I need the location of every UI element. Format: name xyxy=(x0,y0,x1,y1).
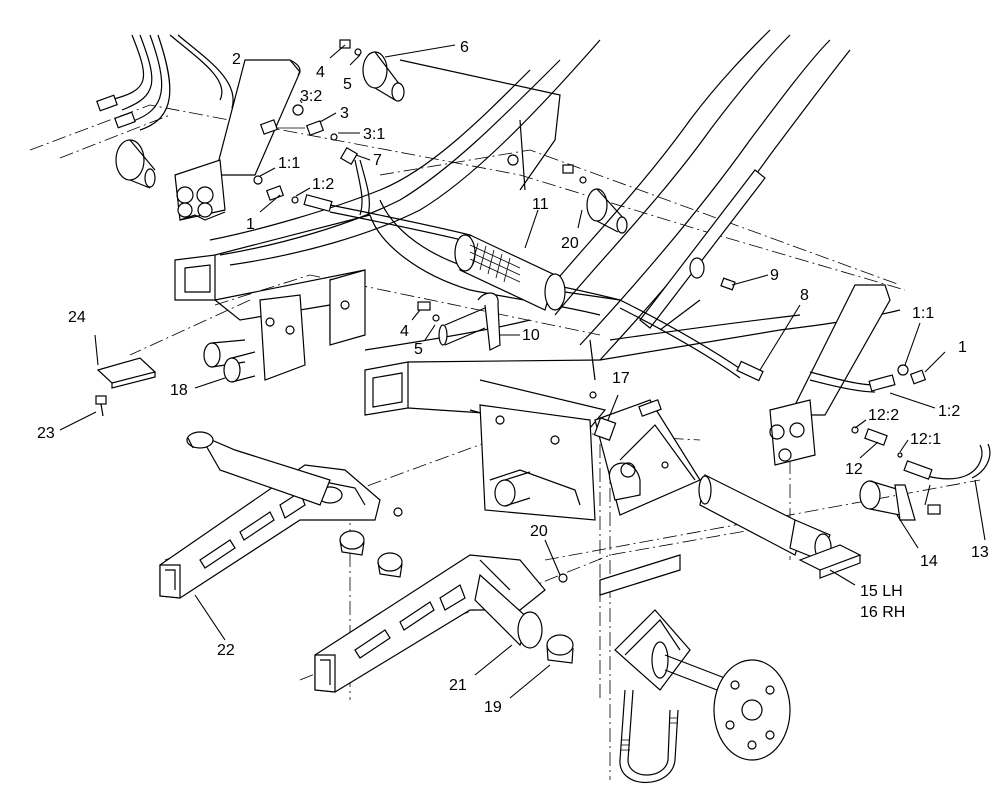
callout-3-1: 3:1 xyxy=(363,126,385,143)
callout-3-2: 3:2 xyxy=(300,88,322,105)
callout-1-1: 1:1 xyxy=(912,305,934,322)
right-upright xyxy=(769,284,891,466)
callout-6: 6 xyxy=(460,39,469,56)
callout-20: 20 xyxy=(561,235,579,252)
upper-hoses xyxy=(96,34,234,131)
callout-12-1: 12:1 xyxy=(910,431,941,448)
callout-11: 11 xyxy=(532,196,549,213)
callout-2: 2 xyxy=(232,51,241,68)
callout-12-2: 12:2 xyxy=(868,407,899,424)
callout-1: 1 xyxy=(958,339,967,356)
leader-lines xyxy=(59,44,986,699)
callout-16-rh: 16 RH xyxy=(860,604,905,621)
lower-right-pin xyxy=(698,474,941,579)
callout-5: 5 xyxy=(414,341,423,358)
callout-22: 22 xyxy=(217,642,235,659)
part-24-plate xyxy=(95,357,157,417)
callout-1-2: 1:2 xyxy=(938,403,960,420)
callout-7: 7 xyxy=(373,152,382,169)
callout-18: 18 xyxy=(170,382,188,399)
part-11-cylinder xyxy=(454,234,621,311)
callout-8: 8 xyxy=(800,287,809,304)
callout-24: 24 xyxy=(68,309,86,326)
part-2-left-upright xyxy=(174,59,301,221)
callout-labels: 2 6 4 5 3:2 3 3:1 7 1:1 1:2 1 11 20 9 8 … xyxy=(37,39,989,716)
callout-15-lh: 15 LH xyxy=(860,583,903,600)
callout-1-1: 1:1 xyxy=(278,155,300,172)
callout-4: 4 xyxy=(400,323,409,340)
right-hoses xyxy=(619,299,991,480)
callout-23: 23 xyxy=(37,425,55,442)
callout-21: 21 xyxy=(449,677,467,694)
callout-3: 3 xyxy=(340,105,349,122)
right-rail xyxy=(639,169,766,331)
callout-19: 19 xyxy=(484,699,502,716)
part-10-clamp xyxy=(417,292,501,351)
part-21-swing-arm xyxy=(314,554,568,693)
callout-17: 17 xyxy=(612,370,630,387)
part-6-pin xyxy=(339,39,405,102)
callout-14: 14 xyxy=(920,553,938,570)
center-bracket xyxy=(479,339,701,521)
callout-20: 20 xyxy=(530,523,548,540)
callout-4: 4 xyxy=(316,64,325,81)
left-pin xyxy=(115,139,156,189)
callout-9: 9 xyxy=(770,267,779,284)
callout-1: 1 xyxy=(246,216,255,233)
wheel-hub xyxy=(599,554,791,783)
callout-1-2: 1:2 xyxy=(312,176,334,193)
callout-10: 10 xyxy=(522,327,540,344)
part-22-swing-arm xyxy=(159,431,403,599)
right-upper-pin xyxy=(562,164,628,234)
callout-5: 5 xyxy=(343,76,352,93)
callout-13: 13 xyxy=(971,544,989,561)
callout-12: 12 xyxy=(845,461,863,478)
hydraulic-fittings-left xyxy=(253,104,471,243)
part-18-fittings xyxy=(203,339,256,383)
bushings xyxy=(339,530,574,664)
left-square-tube xyxy=(174,214,371,381)
